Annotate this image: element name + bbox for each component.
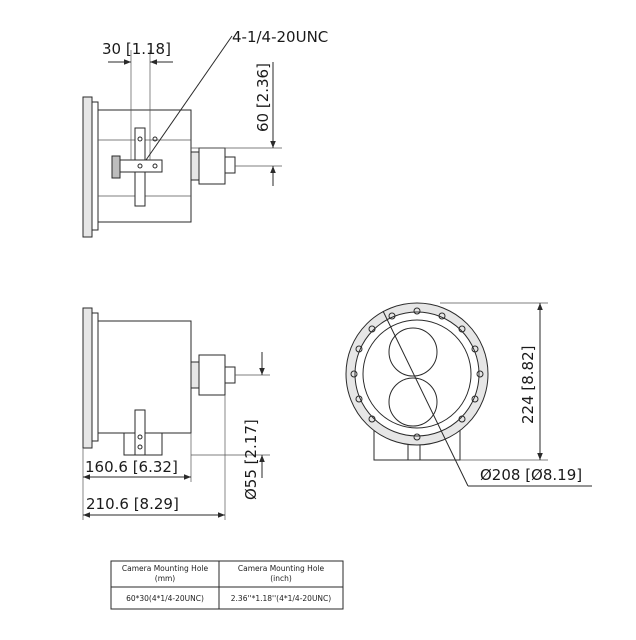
bottom-side-view: Ø55 [2.17] 160.6 [6.32] 210.6 [8.29] xyxy=(82,307,270,520)
top-side-view: 30 [1.18] 4-1/4-20UNC 60 [2.36] xyxy=(82,28,328,238)
top-knob xyxy=(111,155,121,179)
dim-hole-height: 60 [2.36] xyxy=(254,63,272,132)
dim-hole-spacing: 30 [1.18] xyxy=(102,40,171,58)
side-rear-connector xyxy=(198,354,226,396)
dim-height-total: 224 [8.82] xyxy=(519,345,537,424)
dim-depth-total: 210.6 [8.29] xyxy=(86,495,179,513)
table-cell-mm: 60*30(4*1/4-20UNC) xyxy=(126,594,204,603)
front-view: 224 [8.82] Ø208 [Ø8.19] xyxy=(345,302,592,487)
mounting-hole-table: Camera Mounting Hole (mm) Camera Mountin… xyxy=(110,560,344,610)
top-flange xyxy=(82,96,93,238)
dim-bracket-offset: Ø55 [2.17] xyxy=(242,419,260,500)
top-rear-connector xyxy=(198,147,226,185)
table-header-inch-line1: Camera Mounting Hole xyxy=(238,564,325,573)
lower-lens xyxy=(388,377,438,427)
dim-thread: 4-1/4-20UNC xyxy=(232,28,328,46)
mount-bracket-horizontal xyxy=(117,159,163,173)
thread-leader xyxy=(145,35,233,161)
dim-front-diameter: Ø208 [Ø8.19] xyxy=(480,466,582,484)
side-flange xyxy=(82,307,93,449)
upper-lens xyxy=(388,327,438,377)
table-header-inch-line2: (inch) xyxy=(270,574,292,583)
table-header-mm-line2: (mm) xyxy=(155,574,176,583)
dim-depth-inner: 160.6 [6.32] xyxy=(85,458,178,476)
top-flange-ring xyxy=(91,101,99,231)
diameter-leader xyxy=(382,310,469,487)
table-cell-inch: 2.36''*1.18''(4*1/4-20UNC) xyxy=(231,594,332,603)
table-header-mm-line1: Camera Mounting Hole xyxy=(122,564,209,573)
